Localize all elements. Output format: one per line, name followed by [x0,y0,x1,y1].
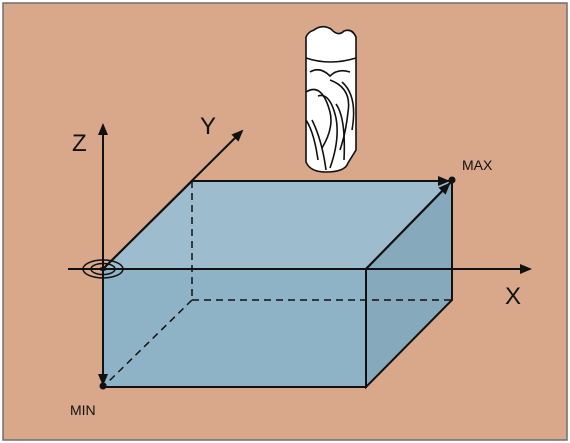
block-front-face [102,268,367,388]
origin-target-icon [82,259,124,279]
x-axis-label: X [505,283,521,310]
z-axis-label: Z [72,130,87,157]
y-axis-label: Y [200,113,216,140]
end-mill-icon [305,25,357,173]
y-axis-arrow [102,129,244,270]
max-label: MAX [462,157,493,173]
min-label: MIN [70,402,96,418]
min-point [99,382,107,390]
max-point [448,176,456,184]
hidden-edges [102,181,452,388]
max-y-dimension-arrow [365,182,451,270]
